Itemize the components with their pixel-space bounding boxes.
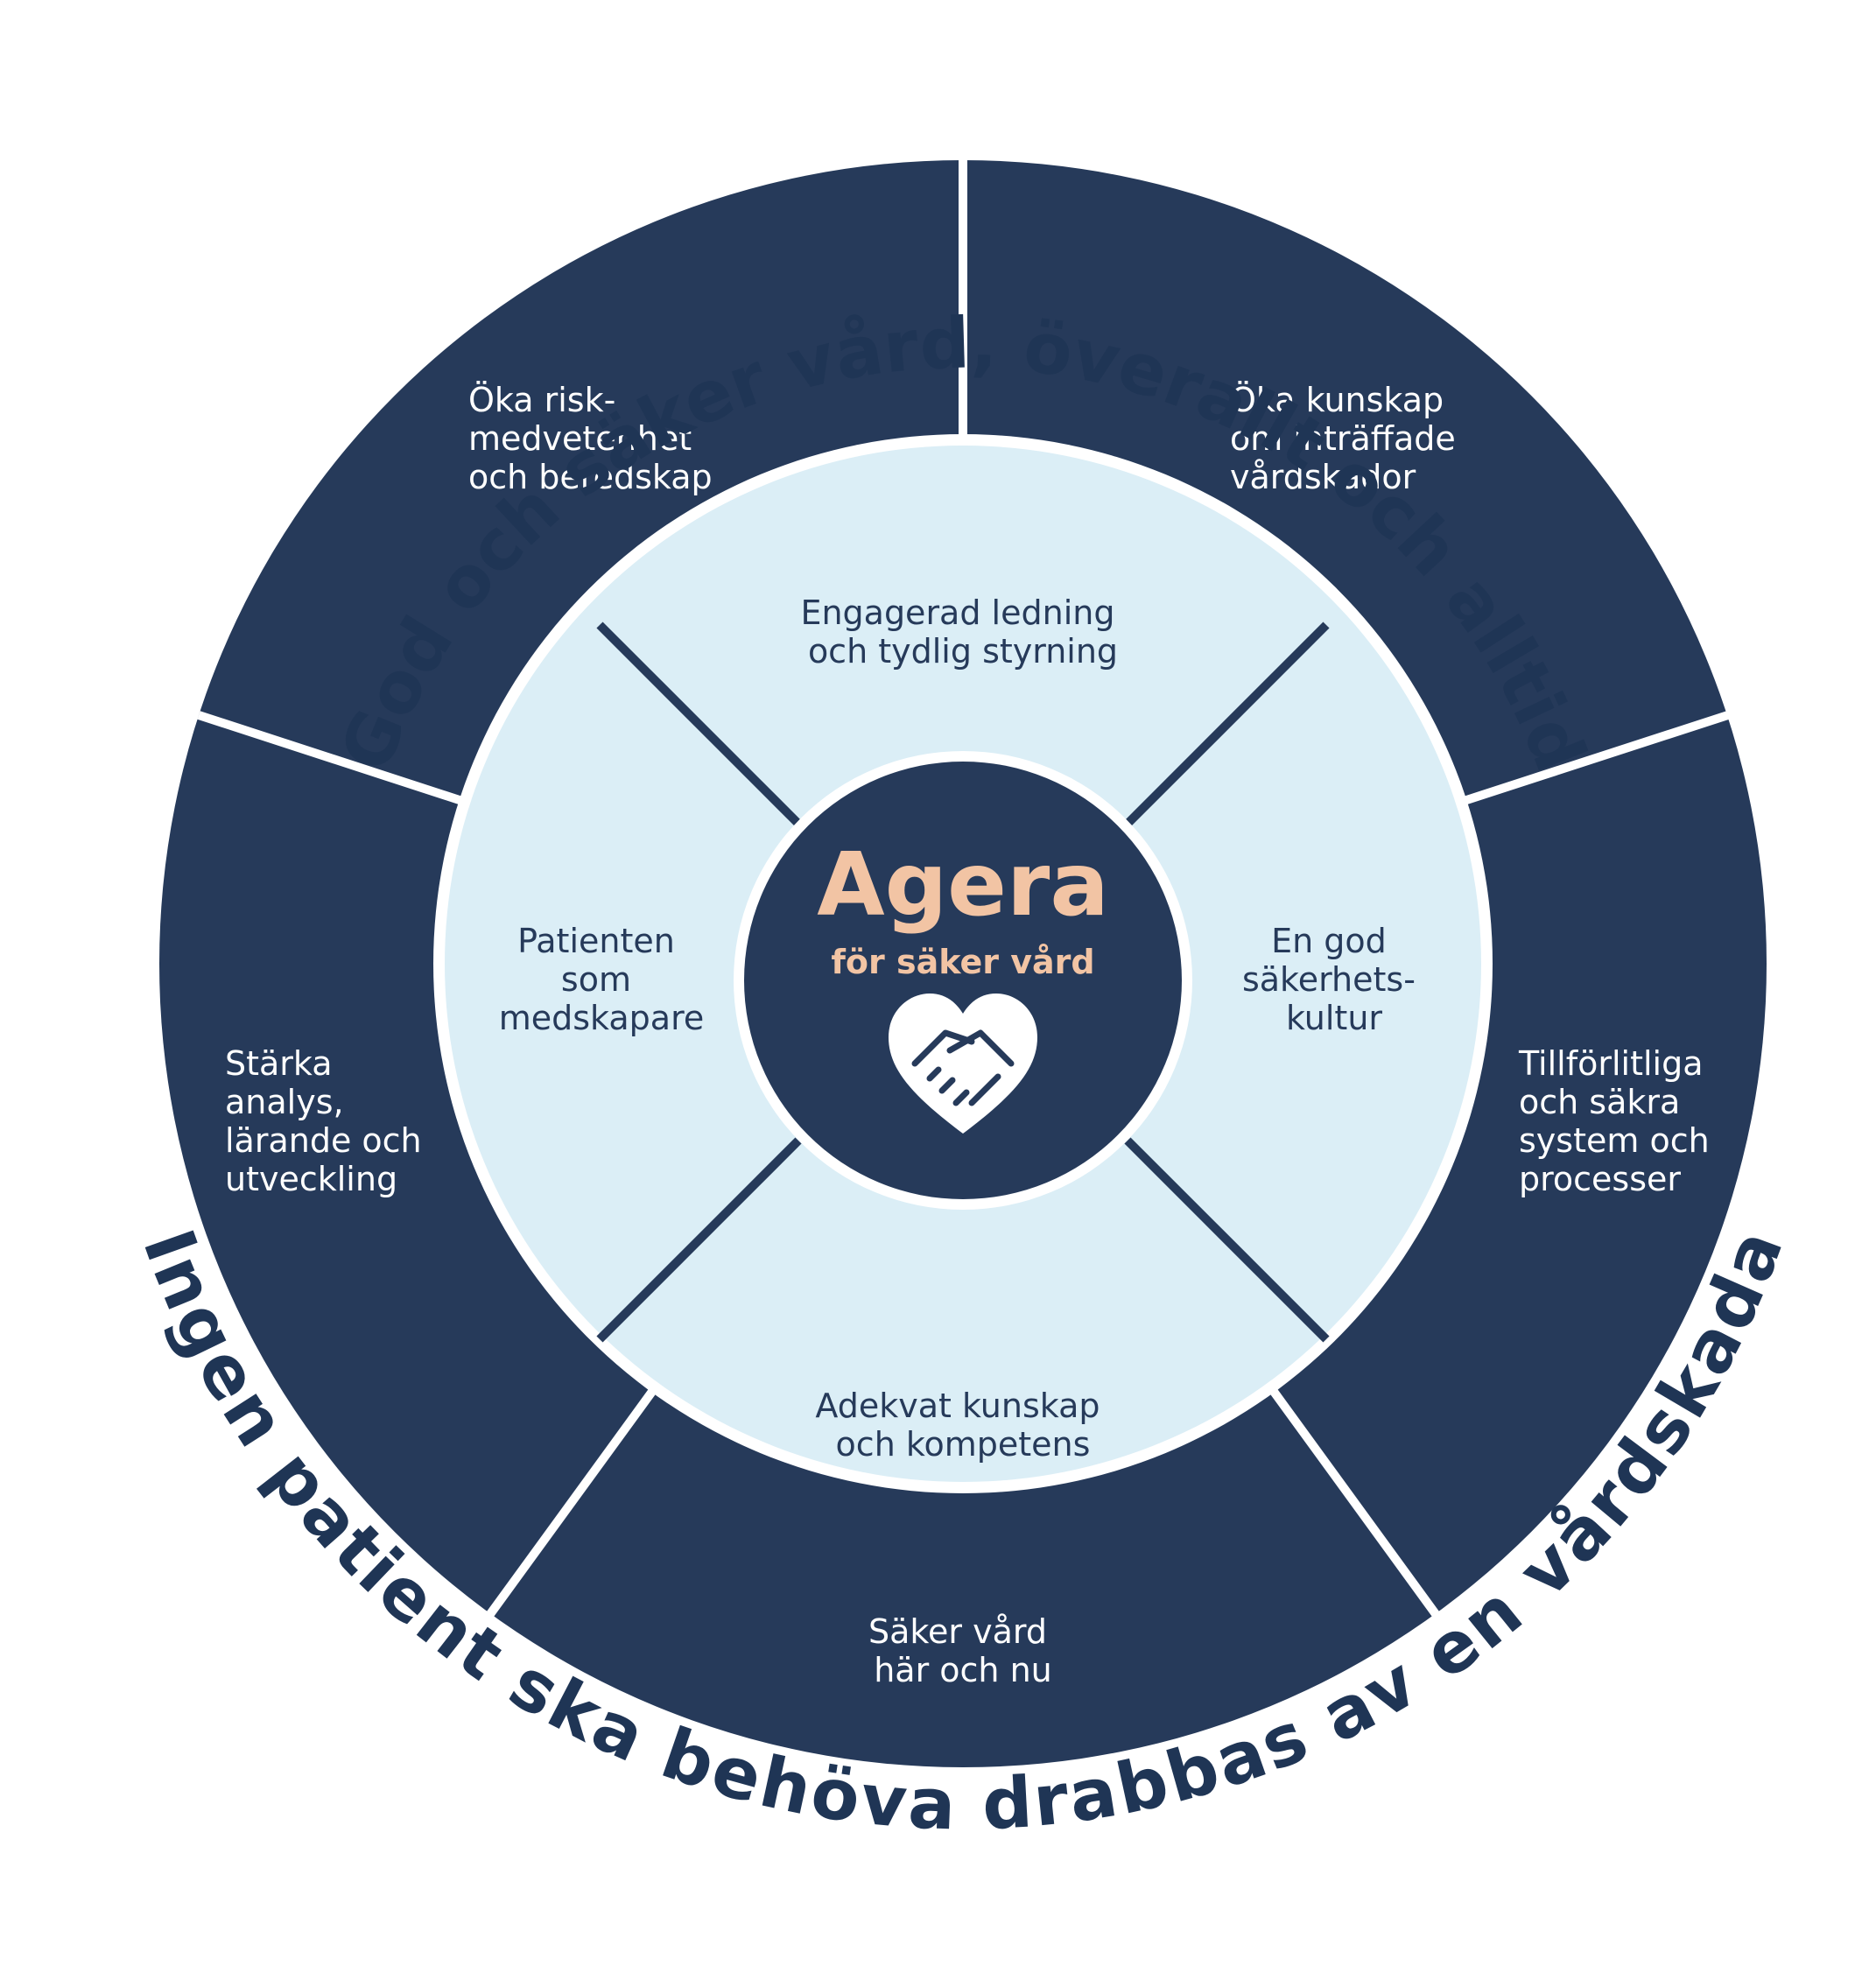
outer-segment-line: och säkra: [1519, 1083, 1680, 1121]
outer-divider-lower-left: [486, 1380, 663, 1617]
inner-segment-line: som: [561, 960, 631, 999]
svg-text:Patienten som meds: Patienten som medskapare: [499, 922, 705, 1037]
outer-segment-right: Tillförlitliga och säkra system och proc…: [1518, 1044, 1720, 1198]
outer-segment-line: Öka risk-: [468, 381, 615, 419]
svg-text:Öka risk- medvetenhet: Öka risk- medvetenhet och beredskap: [468, 381, 713, 496]
svg-text:Öka kunskap om inträffad: Öka kunskap om inträffade vårdskador: [1230, 381, 1466, 496]
outer-divider-upper-right: [1454, 709, 1735, 808]
inner-segment-line: Adekvat kunskap: [815, 1387, 1100, 1425]
svg-text:Stärka analys, lär: Stärka analys, lärande och utveckling: [225, 1044, 432, 1198]
outer-segment-bottom: Säker vård här och nu: [868, 1612, 1057, 1689]
inner-segment-line: säkerhets-: [1242, 960, 1416, 999]
inner-segment-left: Patienten som medskapare: [499, 922, 705, 1037]
inner-segment-line: En god: [1271, 922, 1387, 960]
outer-segment-line: vårdskador: [1230, 458, 1416, 496]
outer-segment-line: Säker vård: [868, 1612, 1047, 1651]
outer-divider-upper-left: [197, 711, 472, 808]
outer-segment-line: medvetenhet: [468, 419, 692, 458]
outer-segment-line: analys,: [225, 1083, 344, 1121]
center-subtitle: för säker vård: [831, 943, 1094, 981]
outer-segment-line: Stärka: [225, 1044, 333, 1083]
inner-dividers: [596, 621, 1330, 1343]
inner-segment-line: Patienten: [517, 922, 675, 960]
inner-divider-ne: [1124, 621, 1330, 827]
outer-divider-lower-right: [1263, 1380, 1440, 1617]
inner-divider-sw: [596, 1137, 802, 1343]
inner-segment-right: En god säkerhets- kultur: [1242, 922, 1426, 1037]
outer-dividers: [197, 153, 1735, 1617]
svg-text:Säker vård här och nu: Säker vård här och nu: [868, 1612, 1057, 1689]
inner-segment-line: och kompetens: [836, 1425, 1091, 1464]
svg-text:En god säkerhets-: En god säkerhets- kultur: [1242, 922, 1426, 1037]
center-circle: [744, 762, 1182, 1199]
center-title: Agera: [817, 833, 1109, 936]
outer-segment-left: Stärka analys, lärande och utveckling: [225, 1044, 432, 1198]
inner-segment-line: Engagerad ledning: [800, 593, 1114, 632]
heart-handshake-icon: [889, 994, 1037, 1134]
outer-segment-line: och beredskap: [468, 458, 713, 496]
inner-divider-nw: [596, 621, 802, 827]
svg-text:Adekvat kunskap och komp: Adekvat kunskap och kompetens: [815, 1387, 1110, 1464]
inner-segment-bottom: Adekvat kunskap och kompetens: [815, 1387, 1110, 1464]
outer-segment-line: här och nu: [874, 1651, 1052, 1689]
outer-segment-line: Tillförlitliga: [1518, 1044, 1704, 1083]
inner-segment-top: Engagerad ledning och tydlig styrning: [800, 593, 1125, 671]
inner-segment-line: kultur: [1286, 999, 1382, 1037]
outer-segment-line: processer: [1519, 1160, 1681, 1198]
svg-text:Tillförlitliga och säkra: Tillförlitliga och säkra system och proc…: [1518, 1044, 1720, 1198]
outer-segment-line: om inträffade: [1230, 419, 1456, 458]
inner-segment-line: medskapare: [499, 999, 705, 1037]
outer-segment-top-left: Öka risk- medvetenhet och beredskap: [468, 381, 713, 496]
outer-segment-top-right: Öka kunskap om inträffade vårdskador: [1230, 381, 1466, 496]
svg-text:Engagerad ledning och ty: Engagerad ledning och tydlig styrning: [800, 593, 1125, 671]
outer-segment-line: Öka kunskap: [1230, 381, 1444, 419]
inner-segment-line: och tydlig styrning: [808, 632, 1118, 671]
outer-segment-line: lärande och: [225, 1121, 422, 1160]
outer-segment-line: utveckling: [225, 1160, 397, 1198]
outer-segment-line: system och: [1519, 1121, 1710, 1160]
inner-divider-se: [1124, 1137, 1330, 1343]
